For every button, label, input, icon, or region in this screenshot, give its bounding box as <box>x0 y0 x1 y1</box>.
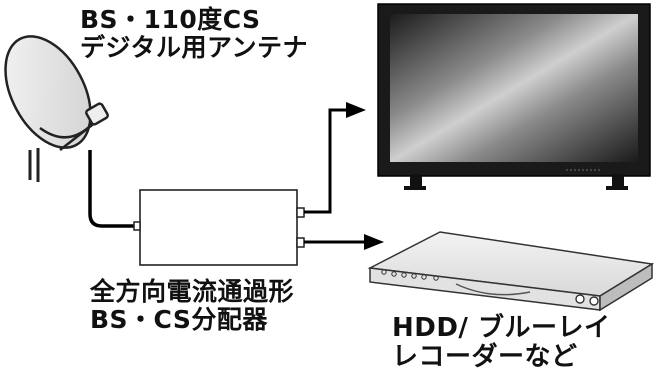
recorder-arrow <box>364 234 384 250</box>
tv-cable <box>304 108 348 214</box>
tv-arrow <box>346 102 366 118</box>
recorder-label: HDD/ ブルーレイ レコーダーなど <box>392 314 610 372</box>
splitter-label-line2: BS・CS分配器 <box>90 305 268 334</box>
recorder-label-line2: レコーダーなど <box>392 342 578 372</box>
television-icon <box>377 3 651 190</box>
recorder-label-line1: HDD/ ブルーレイ <box>392 313 611 343</box>
antenna-label: BS・110度CS デジタル用アンテナ <box>80 6 308 62</box>
antenna-cable <box>88 150 134 228</box>
blu-ray-recorder-icon <box>367 231 655 312</box>
splitter-label-line1: 全方向電流通過形 <box>90 277 295 306</box>
antenna-label-line2: デジタル用アンテナ <box>80 33 309 62</box>
satellite-dish-icon <box>4 35 109 182</box>
splitter-box-icon <box>133 189 305 266</box>
antenna-label-line1: BS・110度CS <box>80 5 261 34</box>
splitter-label: 全方向電流通過形 BS・CS分配器 <box>90 278 294 334</box>
